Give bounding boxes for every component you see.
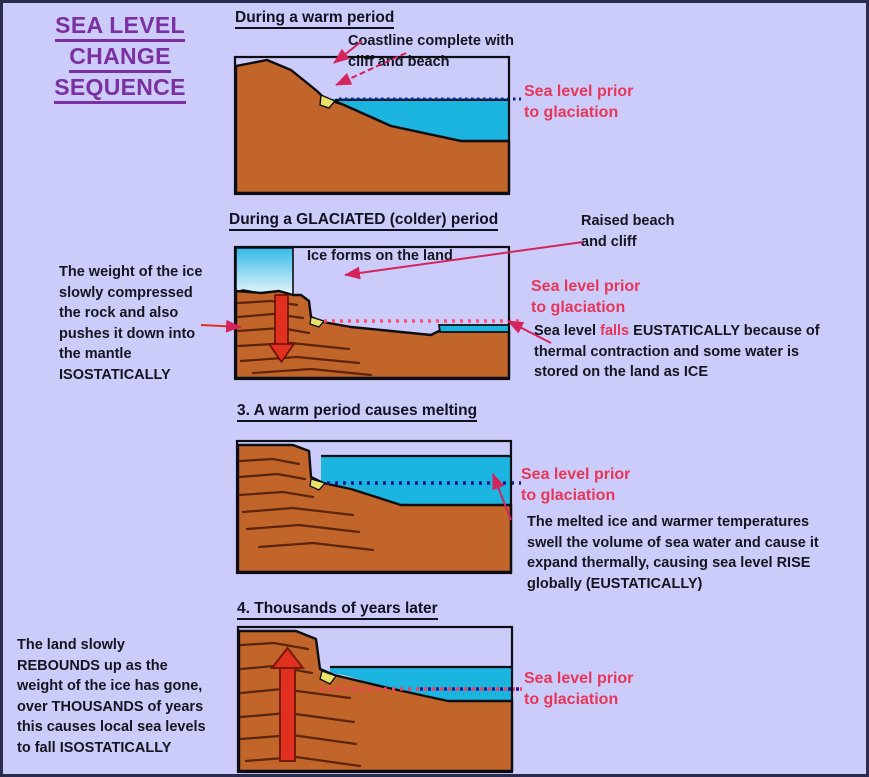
panel-2-ice-label: Ice forms on the land	[307, 248, 453, 264]
up-arrow-icon	[269, 646, 306, 762]
panel-2-scene	[231, 243, 521, 383]
panel-2-left-note: The weight of the ice slowly compressed …	[59, 264, 203, 383]
panel-2-frame	[233, 245, 511, 381]
panel-3-arrows	[492, 473, 512, 521]
eustatic-note-highlight: falls	[600, 323, 630, 339]
title-line-2: CHANGE	[69, 42, 171, 73]
panel-3-note: The melted ice and warmer temperatures s…	[527, 514, 819, 592]
title-line-3: SEQUENCE	[54, 73, 186, 104]
pointer-arrow-icon-beach	[335, 52, 407, 86]
panel-4-heading: 4. Thousands of years later	[237, 600, 438, 620]
panel-2-raised-beach-label: Raised beach and cliff	[581, 213, 675, 250]
panel-3-beach	[309, 478, 327, 491]
pointer-arrow-icon-compress	[200, 319, 242, 333]
page-title: SEA LEVEL CHANGE SEQUENCE	[21, 11, 219, 104]
panel-2-beach	[309, 316, 326, 328]
panel-2-heading: During a GLACIATED (colder) period	[229, 211, 499, 231]
panel-1-shelf-line	[334, 99, 509, 143]
panel-3-heading: 3. A warm period causes melting	[237, 402, 478, 422]
panel-1-arrows	[333, 40, 407, 86]
panel-3-water	[321, 456, 511, 505]
pointer-arrow-icon-sea-rise	[492, 473, 512, 521]
panel-1-frame	[233, 55, 511, 196]
panel-2-sea-level-label: Sea level prior to glaciation	[531, 278, 641, 316]
panel-3-strata	[238, 457, 375, 552]
panel-1-sea-level-label: Sea level prior to glaciation	[524, 83, 634, 121]
pointer-arrow-icon-sea-fall	[507, 320, 552, 344]
panel-4-scene	[234, 623, 522, 774]
panel-4-frame	[236, 625, 514, 774]
down-arrow-icon	[267, 294, 296, 364]
title-line-1: SEA LEVEL	[55, 11, 185, 42]
panel-1-heading: During a warm period	[235, 9, 395, 29]
panel-1-callout: Coastline complete with cliff and beach	[348, 33, 514, 70]
panel-4-water	[330, 667, 512, 701]
panel-3-scene	[233, 437, 521, 577]
panel-2-eustatic-note: Sea level falls EUSTATICALLY because of …	[534, 321, 864, 383]
panel-4-sea-level-label: Sea level prior to glaciation	[524, 670, 634, 708]
pointer-arrow-icon-raised-beach	[344, 241, 584, 280]
eustatic-note-post: EUSTATICALLY because of thermal contract…	[534, 323, 820, 380]
panel-1-scene	[231, 53, 521, 198]
eustatic-note-pre: Sea level	[534, 323, 601, 339]
panel-3-frame	[235, 439, 513, 575]
panel-4-beach	[319, 670, 338, 685]
panel-4-left-note: The land slowly REBOUNDS up as the weigh…	[17, 637, 206, 756]
panel-1-beach	[319, 93, 337, 109]
panel-2-arrows	[200, 241, 584, 344]
pointer-arrow-icon-cliff	[333, 40, 363, 64]
panel-3-sea-level-label: Sea level prior to glaciation	[521, 466, 631, 504]
